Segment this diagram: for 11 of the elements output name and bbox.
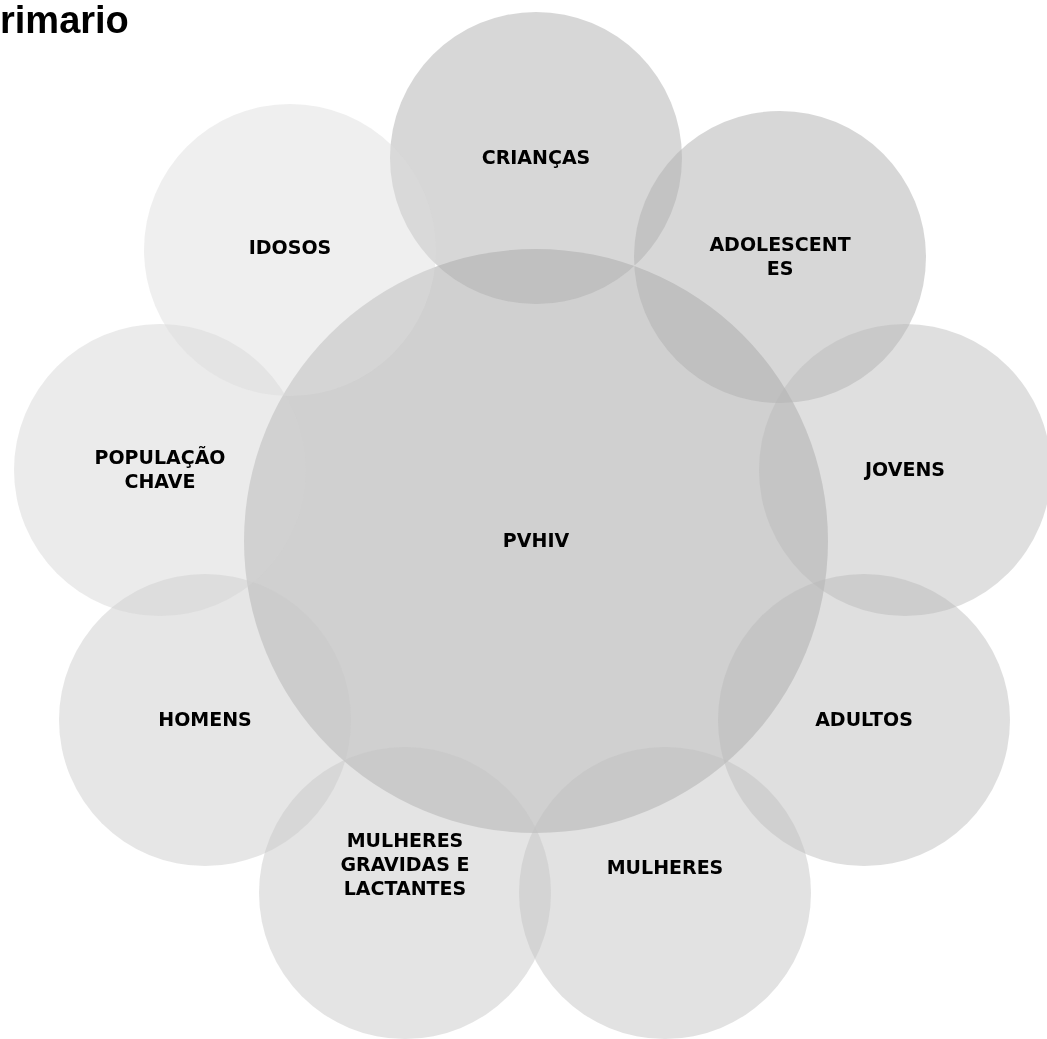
circle-label: ADULTOS xyxy=(814,708,914,732)
circle-label: MULHERES GRAVIDAS E LACTANTES xyxy=(339,829,471,901)
circle-label: JOVENS xyxy=(863,458,946,482)
title: rimario xyxy=(0,0,129,42)
circle-label: IDOSOS xyxy=(247,236,333,260)
circle-label: HOMENS xyxy=(157,708,253,732)
circle-label: CRIANÇAS xyxy=(480,146,592,170)
circle-label: POPULAÇÃO CHAVE xyxy=(93,446,227,494)
circle-label: MULHERES xyxy=(605,856,725,880)
circle-label: ADOLESCENTES xyxy=(708,233,852,281)
circle-label: PVHIV xyxy=(501,529,571,553)
